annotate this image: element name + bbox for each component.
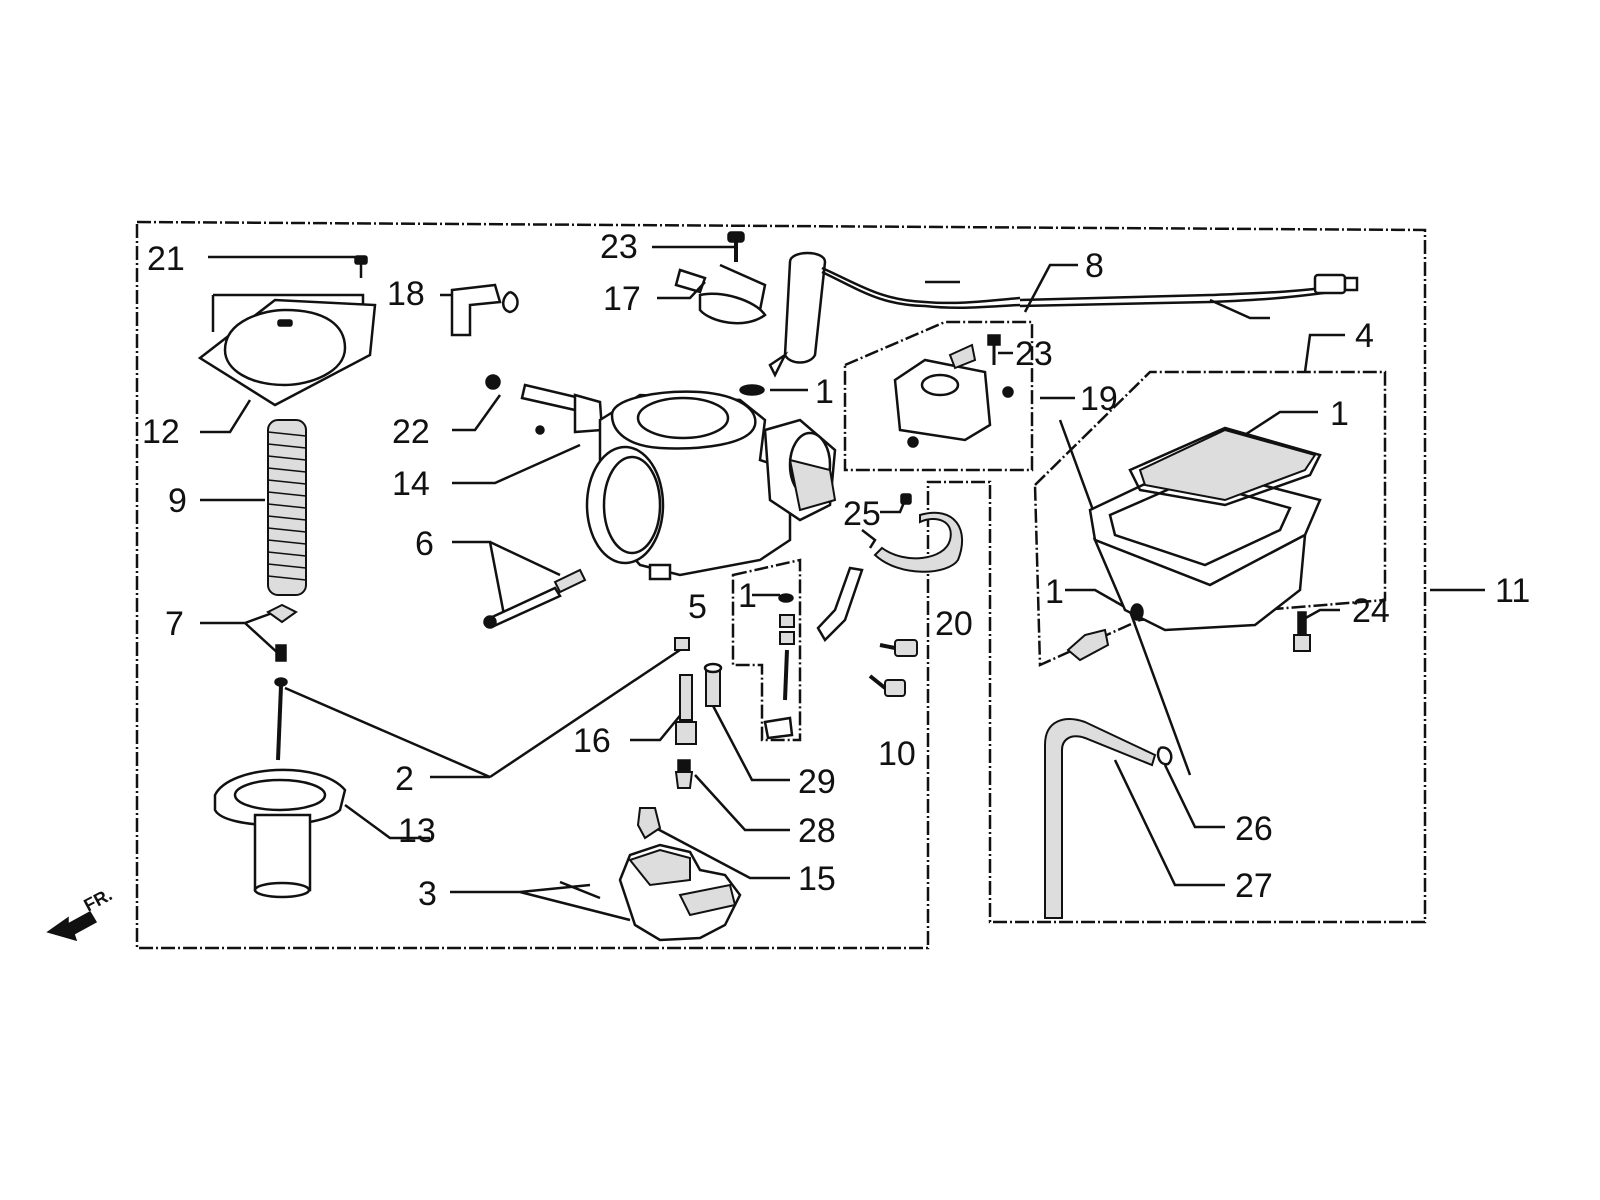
part-2-jet-needle	[274, 677, 288, 761]
part-20-fuel-hose	[873, 511, 964, 573]
callout-27: 27	[1235, 867, 1273, 905]
callout-26: 26	[1235, 810, 1273, 848]
callout-8: 8	[1085, 247, 1104, 285]
part-19-choke-unit	[893, 334, 1014, 448]
float-bowl-box	[1033, 370, 1387, 667]
front-indicator-label: FR.	[80, 884, 115, 915]
part-7-needle-retainer	[266, 603, 298, 662]
part-25-hose-clamp	[861, 493, 912, 549]
part-3-float	[559, 843, 742, 942]
callout-16: 16	[573, 722, 611, 760]
callout-14: 14	[392, 465, 430, 503]
part-jet-stack	[763, 593, 795, 740]
part-14-throttle-stop	[520, 383, 604, 435]
choke-subassembly-box	[843, 320, 1034, 472]
callout-22: 22	[392, 413, 430, 451]
callout-2: 2	[395, 760, 414, 798]
callout-13: 13	[398, 812, 436, 850]
part-13-vacuum-slide	[213, 768, 347, 899]
callout-1-bowl: 1	[1045, 573, 1064, 611]
callout-labels: 21 18 23 17 8 12 22 1 23 19 4 1 14 9 25 …	[142, 228, 1530, 913]
callout-3: 3	[418, 875, 437, 913]
part-21-screw	[354, 255, 368, 278]
callout-6: 6	[415, 525, 434, 563]
part-15-float-valve	[636, 807, 662, 840]
callout-20: 20	[935, 605, 973, 643]
part-drain-valve	[1066, 628, 1110, 662]
callout-5: 5	[688, 588, 707, 626]
callout-7: 7	[165, 605, 184, 643]
part-4-float-bowl	[1088, 426, 1322, 632]
callout-28: 28	[798, 812, 836, 850]
callout-23-right: 23	[1015, 335, 1053, 373]
part-1-o-ring-bowl	[1130, 603, 1144, 621]
part-10-screws	[816, 566, 918, 697]
assembly-boundaries	[135, 220, 1427, 950]
part-28-pilot-jet	[674, 759, 694, 789]
leader-lines	[200, 245, 1485, 922]
part-18-hose-elbow	[450, 283, 519, 337]
part-17-clip	[674, 263, 767, 325]
callout-18: 18	[387, 275, 425, 313]
part-6-idle-screw	[483, 568, 587, 629]
callout-10: 10	[878, 735, 916, 773]
part-26-tube-clip	[1156, 746, 1173, 766]
main-assembly-box	[135, 220, 1427, 950]
part-22-screw	[485, 374, 501, 390]
part-8-auto-choke	[768, 251, 1359, 378]
part-5-carburetor-body	[585, 390, 837, 581]
part-1-o-ring-top	[739, 384, 765, 396]
callout-15: 15	[798, 860, 836, 898]
callout-19: 19	[1080, 380, 1118, 418]
callout-21: 21	[147, 240, 185, 278]
callout-11: 11	[1495, 572, 1530, 610]
part-9-spring	[267, 419, 307, 596]
callout-1-jet: 1	[738, 577, 757, 615]
callout-12: 12	[142, 413, 180, 451]
part-27-drain-tube	[1044, 718, 1157, 919]
callout-1-gasket: 1	[1330, 395, 1349, 433]
part-24-drain-screw	[1293, 611, 1311, 652]
part-16-main-jet	[674, 637, 697, 745]
front-direction-arrow: FR.	[46, 884, 115, 942]
callout-24: 24	[1352, 592, 1390, 630]
callout-4: 4	[1355, 317, 1374, 355]
callout-9: 9	[168, 482, 187, 520]
part-29-needle-jet	[703, 662, 723, 707]
callout-17: 17	[603, 280, 641, 318]
part-12-top-cover	[197, 298, 377, 407]
callout-23-top: 23	[600, 228, 638, 266]
callout-25: 25	[843, 495, 881, 533]
callout-29: 29	[798, 763, 836, 801]
callout-1-top: 1	[815, 373, 834, 411]
jet-subassembly-box	[731, 558, 802, 742]
part-23-cap-screw	[727, 231, 745, 262]
